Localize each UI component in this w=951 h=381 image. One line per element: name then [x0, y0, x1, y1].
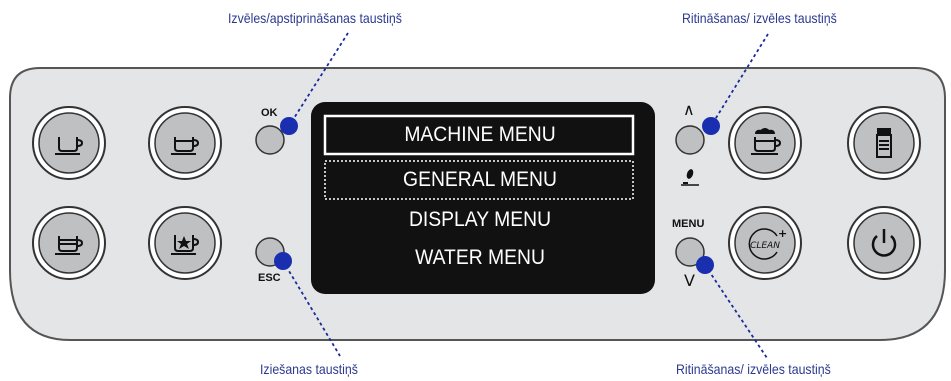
clean-icon: CLEAN +	[748, 227, 787, 260]
cup-star-icon	[171, 235, 200, 255]
callout-esc-button: Iziešanas taustiņš	[260, 361, 358, 377]
coffee-bean-aroma-icon	[681, 169, 699, 186]
esc-callout-dot	[274, 252, 292, 270]
up-button[interactable]	[675, 125, 705, 155]
menu-item-machine[interactable]: MACHINE MENU	[404, 123, 556, 146]
button-cup-small[interactable]	[32, 106, 106, 180]
button-cup-large[interactable]	[32, 206, 106, 280]
ok-button[interactable]	[255, 125, 285, 155]
display-screen	[311, 102, 655, 294]
svg-text:+: +	[778, 227, 787, 240]
focus-item-frame	[324, 160, 634, 200]
callout-scroll-bottom: Ritināšanas/ izvēles taustiņš	[676, 361, 831, 377]
up-callout-dot	[702, 117, 720, 135]
menu-label: MENU	[672, 218, 705, 230]
callout-scroll-top: Ritināšanas/ izvēles taustiņš	[682, 10, 837, 26]
button-clean[interactable]: CLEAN +	[728, 206, 802, 280]
button-cup-special[interactable]	[148, 206, 222, 280]
ok-callout-dot	[280, 117, 298, 135]
milk-carafe-icon	[876, 128, 892, 158]
callout-lines	[282, 32, 769, 359]
cup-large-icon	[55, 236, 84, 255]
callout-ok-button: Izvēles/apstiprināšanas taustiņš	[228, 10, 402, 26]
button-cappuccino[interactable]	[728, 106, 802, 180]
menu-item-display[interactable]: DISPLAY MENU	[408, 208, 552, 231]
button-cup-medium[interactable]	[148, 106, 222, 180]
selected-item-frame	[323, 114, 635, 156]
ok-label: OK	[261, 107, 278, 119]
button-milk[interactable]	[847, 106, 921, 180]
menu-item-water[interactable]: WATER MENU	[415, 246, 545, 269]
menu-callout-dot	[696, 256, 714, 274]
down-arrow-icon: V	[684, 271, 695, 290]
menu-down-button[interactable]	[675, 237, 705, 267]
esc-label: ESC	[258, 272, 281, 284]
clean-label: CLEAN	[750, 241, 780, 251]
cup-small-icon	[55, 137, 84, 155]
cup-medium-icon	[171, 137, 200, 155]
up-arrow-icon: ∧	[683, 100, 695, 119]
cappuccino-icon	[751, 128, 782, 155]
power-icon	[871, 229, 897, 257]
button-power[interactable]	[847, 206, 921, 280]
menu-item-general[interactable]: GENERAL MENU	[403, 168, 557, 191]
